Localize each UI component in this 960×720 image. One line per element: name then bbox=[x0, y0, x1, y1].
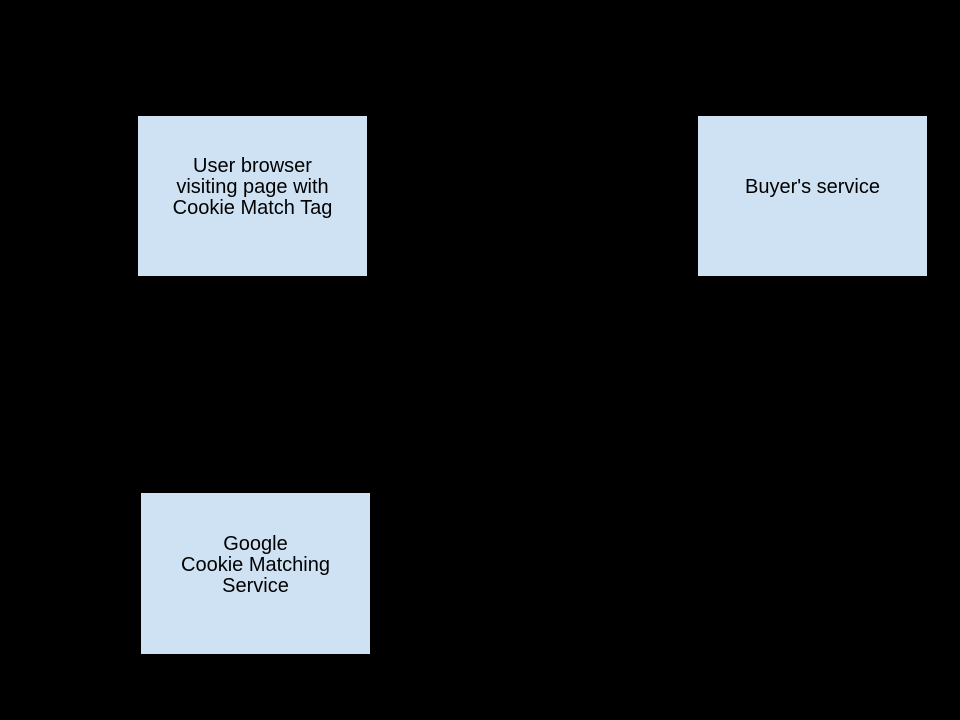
node-buyers-service-label: Buyer's service bbox=[745, 177, 880, 198]
node-label-line: Buyer's service bbox=[745, 176, 880, 198]
node-label-line: Cookie Matching bbox=[181, 553, 330, 576]
node-label-line: User browser bbox=[193, 155, 312, 177]
node-user-browser: User browser visiting page with Cookie M… bbox=[137, 115, 368, 277]
node-label-line: Cookie Match Tag bbox=[172, 197, 333, 219]
node-label-line: Google bbox=[223, 532, 288, 555]
node-google-cookie-matching-service: Google Cookie Matching Service bbox=[140, 492, 371, 655]
node-buyers-service: Buyer's service bbox=[697, 115, 928, 277]
node-google-cookie-matching-service-label: Google Cookie Matching Service bbox=[181, 532, 330, 597]
node-label-line: Service bbox=[222, 574, 289, 597]
node-label-line: visiting page with bbox=[176, 176, 329, 198]
node-user-browser-label: User browser visiting page with Cookie M… bbox=[173, 156, 333, 219]
